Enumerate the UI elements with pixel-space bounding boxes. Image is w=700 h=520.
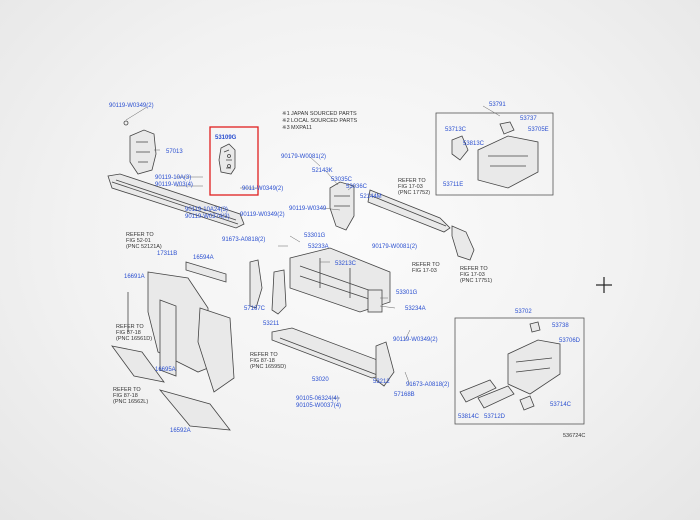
inset-frame-lower xyxy=(454,317,585,425)
seal-duct-shapes xyxy=(111,261,235,431)
ref7-line1: REFER TO xyxy=(113,387,141,393)
bracket-53109g-shape xyxy=(218,143,236,175)
label-53036c[interactable]: 53036C xyxy=(346,184,368,190)
label-53301g-b[interactable]: 53301G xyxy=(396,290,418,296)
label-90119-10a-a[interactable]: 90119-10A(3) xyxy=(155,175,191,181)
label-53737[interactable]: 53737 xyxy=(520,116,537,122)
label-53233a[interactable]: 53233A xyxy=(308,244,329,250)
label-53020[interactable]: 53020 xyxy=(312,377,329,383)
label-52144m[interactable]: 52144M xyxy=(360,194,382,200)
label-90119-w0349-top[interactable]: 90119-W0349(2) xyxy=(109,103,154,109)
label-16691a[interactable]: 16691A xyxy=(124,274,145,280)
label-91673-a0818-b[interactable]: 91673-A0818(2) xyxy=(406,382,449,388)
label-57167c[interactable]: 57167C xyxy=(244,306,266,312)
label-53714c[interactable]: 53714C xyxy=(550,402,572,408)
label-16592a[interactable]: 16592A xyxy=(170,428,191,434)
leader-lines xyxy=(125,105,501,399)
label-53706d[interactable]: 53706D xyxy=(559,338,581,344)
ref7-line3: (PNC 16562L) xyxy=(113,399,148,405)
ref4-line3: (PNC 17751) xyxy=(460,278,492,284)
label-9011-w0349[interactable]: 9011-W0349(2) xyxy=(242,186,283,192)
label-57013[interactable]: 57013 xyxy=(166,149,183,155)
label-91673-a0818[interactable]: 91673-A0818(2) xyxy=(222,237,265,243)
radiator-support-shape xyxy=(289,247,391,313)
label-90105-06324[interactable]: 90105-06324(4) xyxy=(296,396,339,402)
bracket-57013-shape xyxy=(123,120,157,175)
label-90119-w0349-b[interactable]: 90119-W0349(2) xyxy=(393,337,438,343)
ref5-line1: REFER TO xyxy=(116,324,144,330)
label-53791[interactable]: 53791 xyxy=(489,102,506,108)
inset-lower-shapes xyxy=(459,321,561,411)
label-53211[interactable]: 53211 xyxy=(263,321,280,327)
ref3-line1: REFER TO xyxy=(412,262,440,268)
label-16695a[interactable]: 16695A xyxy=(155,367,176,373)
ref3-line2: FIG 17-03 xyxy=(412,268,437,274)
label-90119-w0349-r[interactable]: 90119-W0349 xyxy=(289,206,327,212)
legend-1-text: JAPAN SOURCED PARTS xyxy=(291,111,357,117)
label-53035c[interactable]: 53035C xyxy=(331,177,353,183)
label-16594a[interactable]: 16594A xyxy=(193,255,214,261)
label-53234a[interactable]: 53234A xyxy=(405,306,426,312)
legend-2-text: LOCAL SOURCED PARTS xyxy=(291,118,358,124)
label-53702[interactable]: 53702 xyxy=(515,309,532,315)
ref1-line2: FIG 52-01 xyxy=(126,238,151,244)
ref6-line2: FIG 87-18 xyxy=(250,358,275,364)
ref2-line2: FIG 17-03 xyxy=(398,184,423,190)
legend: ※1 JAPAN SOURCED PARTS ※2 LOCAL SOURCED … xyxy=(282,110,358,131)
ref1-line3: (PNC 52121A) xyxy=(126,244,162,250)
label-90179-w0081-b[interactable]: 90179-W0081(2) xyxy=(372,244,417,250)
ref5-line3: (PNC 16561D) xyxy=(116,336,152,342)
label-53813c[interactable]: 53813C xyxy=(463,141,485,147)
label-53738[interactable]: 53738 xyxy=(552,323,569,329)
label-17311b[interactable]: 17311B xyxy=(157,251,177,257)
label-90179-w0081[interactable]: 90179-W0081(2) xyxy=(281,154,326,160)
refer-to-notes: REFER TO FIG 52-01 (PNC 52121A) REFER TO… xyxy=(113,178,492,405)
crosshair-cursor-icon xyxy=(596,277,612,293)
legend-3-text: MXPA11 xyxy=(291,125,312,131)
highlight-part-label[interactable]: 53109G xyxy=(215,135,237,141)
part-labels: 90119-W0349(2) 57013 90119-10A(3) 90119-… xyxy=(109,102,581,434)
label-90119-w03-a[interactable]: 90119-W03(4) xyxy=(155,182,193,188)
label-53301g-a[interactable]: 53301G xyxy=(304,233,326,239)
label-53705e[interactable]: 53705E xyxy=(528,127,549,133)
label-53814c[interactable]: 53814C xyxy=(458,414,480,420)
inset-upper-shapes xyxy=(451,121,539,189)
lower-cross-member-shape xyxy=(271,327,389,379)
legend-3: ※3 xyxy=(282,124,290,131)
legend-2: ※2 xyxy=(282,117,290,124)
highlight-box[interactable] xyxy=(209,126,259,196)
label-53212[interactable]: 53212 xyxy=(373,379,390,385)
label-53213c[interactable]: 53213C xyxy=(335,261,357,267)
ref2-line3: (PNC 17752) xyxy=(398,190,430,196)
upper-tie-bar-shape xyxy=(367,189,475,261)
label-90119-w0349-mid[interactable]: 90119-W0349(2) xyxy=(240,212,285,218)
side-stay-shapes xyxy=(249,259,395,387)
ref4-line1: REFER TO xyxy=(460,266,488,272)
label-52143k[interactable]: 52143K xyxy=(312,168,333,174)
label-53711e[interactable]: 53711E xyxy=(443,182,463,188)
ref1-line1: REFER TO xyxy=(126,232,154,238)
label-53712d[interactable]: 53712D xyxy=(484,414,506,420)
ref6-line1: REFER TO xyxy=(250,352,278,358)
label-90119-10a-b[interactable]: 90119-10A24(3) xyxy=(185,207,228,213)
ref6-line3: (PNC 16595D) xyxy=(250,364,286,370)
legend-1: ※1 xyxy=(282,110,290,117)
ref2-line1: REFER TO xyxy=(398,178,426,184)
diagram-code: 536724C xyxy=(563,433,585,439)
label-57168b[interactable]: 57168B xyxy=(394,392,415,398)
hood-lock-brace-shape xyxy=(329,181,355,231)
ref7-line2: FIG 87-18 xyxy=(113,393,138,399)
ref4-line2: FIG 17-03 xyxy=(460,272,485,278)
label-53713c[interactable]: 53713C xyxy=(445,127,467,133)
ref5-line2: FIG 87-18 xyxy=(116,330,141,336)
label-90105-w0037[interactable]: 90105-W0037(4) xyxy=(296,403,341,409)
bumper-reinforcement-shape xyxy=(107,173,245,229)
label-90119-w0374[interactable]: 90119-W0374(3) xyxy=(185,214,230,220)
